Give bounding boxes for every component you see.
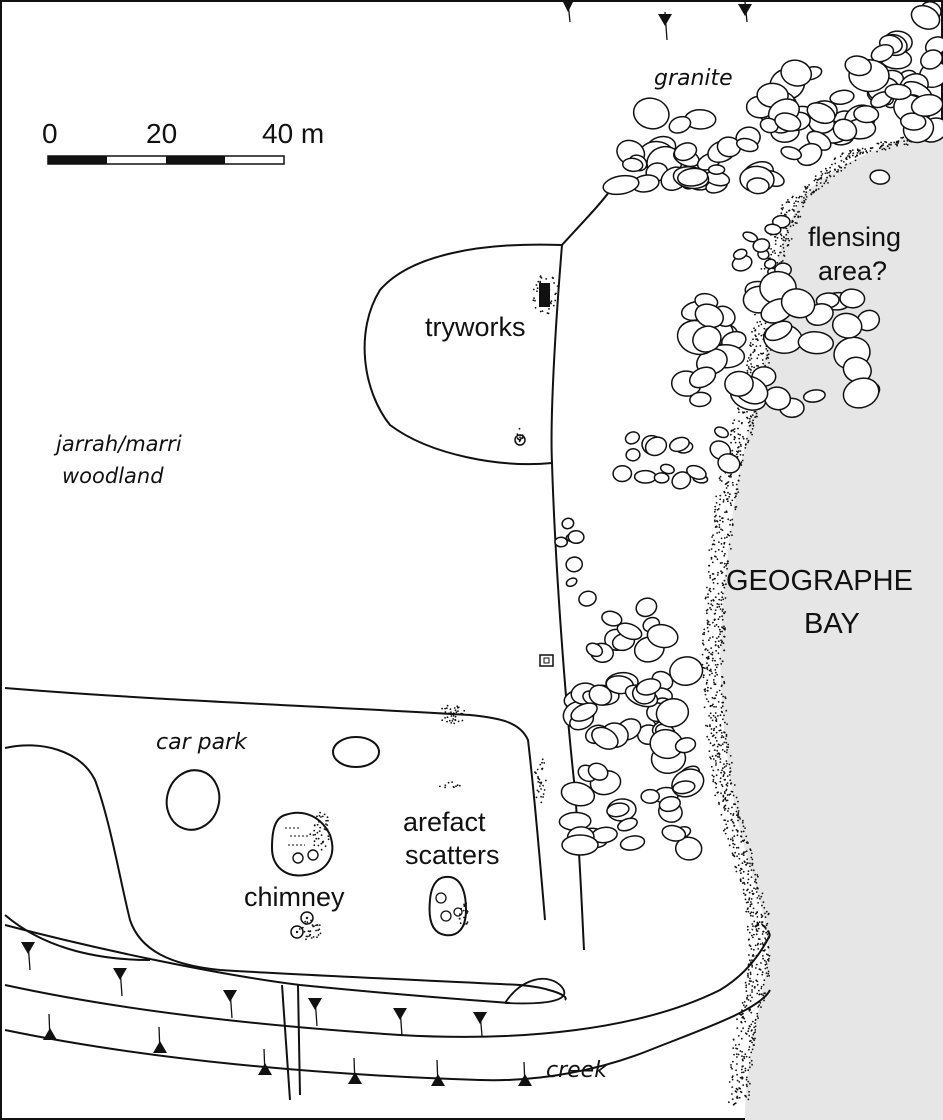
shoreline-stipple — [701, 130, 943, 1106]
label-tryworks: tryworks — [425, 312, 526, 342]
car-park-island-2 — [332, 736, 380, 768]
scale-tick-20: 20 — [146, 118, 178, 149]
label-flensing-2: area? — [818, 256, 888, 286]
road-inner — [4, 914, 151, 961]
creek-bank-lower — [4, 989, 771, 1082]
culvert — [281, 984, 301, 1101]
label-arefact-1: arefact — [403, 807, 486, 837]
scale-tick-40: 40 m — [262, 118, 325, 149]
chimney-enclosure — [270, 811, 334, 877]
label-car-park: car park — [156, 730, 247, 755]
embankment-hachures — [21, 941, 532, 1087]
scale-segment-1 — [48, 156, 107, 164]
road-left — [4, 744, 567, 1001]
label-arefact-2: scatters — [405, 840, 500, 870]
scale-segment-3 — [166, 156, 225, 164]
scale-bar — [47, 155, 285, 165]
label-chimney: chimney — [244, 882, 345, 912]
scale-tick-0: 0 — [42, 118, 58, 149]
label-bay-1: GEOGRAPHE — [726, 565, 913, 597]
small-structure — [539, 654, 554, 667]
top-hachures — [563, 1, 752, 41]
label-granite: granite — [654, 66, 733, 91]
label-woodland-1: jarrah/marri — [56, 432, 182, 456]
label-woodland-2: woodland — [62, 464, 164, 488]
drain-upper — [4, 924, 511, 1004]
label-flensing-1: flensing — [808, 222, 902, 252]
car-park-boundary — [4, 687, 546, 921]
tryworks-fence — [363, 243, 563, 466]
feature-stipple — [298, 427, 547, 941]
drain-loop — [504, 977, 566, 1005]
granite-boulders — [554, 1, 943, 861]
chimney-remains — [290, 925, 304, 939]
car-park-island-1 — [165, 769, 221, 831]
drain-lower — [4, 934, 771, 1038]
label-bay-2: BAY — [804, 608, 860, 640]
artefact-scatter-enclosure — [428, 875, 468, 937]
sea-area — [720, 120, 943, 1120]
tryworks-stipple — [532, 275, 559, 315]
tryworks-structure — [539, 283, 550, 307]
label-creek: creek — [546, 1058, 607, 1083]
